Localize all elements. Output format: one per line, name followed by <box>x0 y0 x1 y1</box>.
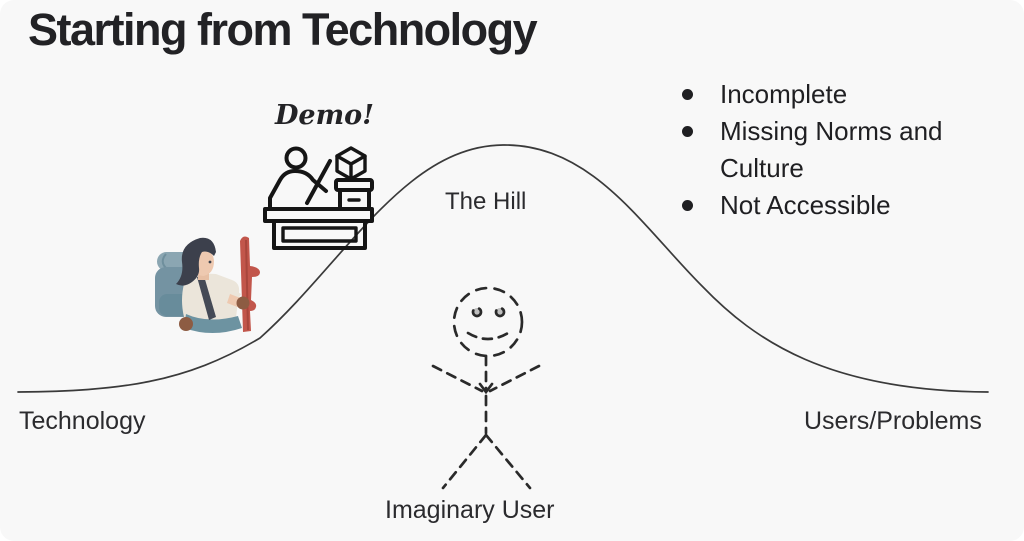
technology-label: Technology <box>19 407 146 435</box>
page-title: Starting from Technology <box>28 4 538 55</box>
list-item-label: Incomplete <box>720 79 848 109</box>
bullet-icon <box>682 89 693 100</box>
demo-label: Demo! <box>274 100 375 131</box>
list-item: Not Accessible <box>682 187 982 224</box>
hill-label: The Hill <box>445 188 527 215</box>
list-item-label: Not Accessible <box>720 190 891 220</box>
list-item: Incomplete <box>682 76 982 113</box>
bullet-icon <box>682 126 693 137</box>
users-problems-label: Users/Problems <box>804 407 982 435</box>
hiker-illustration <box>155 236 260 333</box>
presenter-desk-icon <box>263 146 374 250</box>
list-item-label: Missing Norms and Culture <box>720 116 943 183</box>
issues-list: Incomplete Missing Norms and Culture Not… <box>682 76 982 224</box>
dashed-stick-figure-icon <box>431 286 541 490</box>
list-item: Missing Norms and Culture <box>682 113 982 187</box>
bullet-icon <box>682 200 693 211</box>
imaginary-user-label: Imaginary User <box>385 496 555 524</box>
